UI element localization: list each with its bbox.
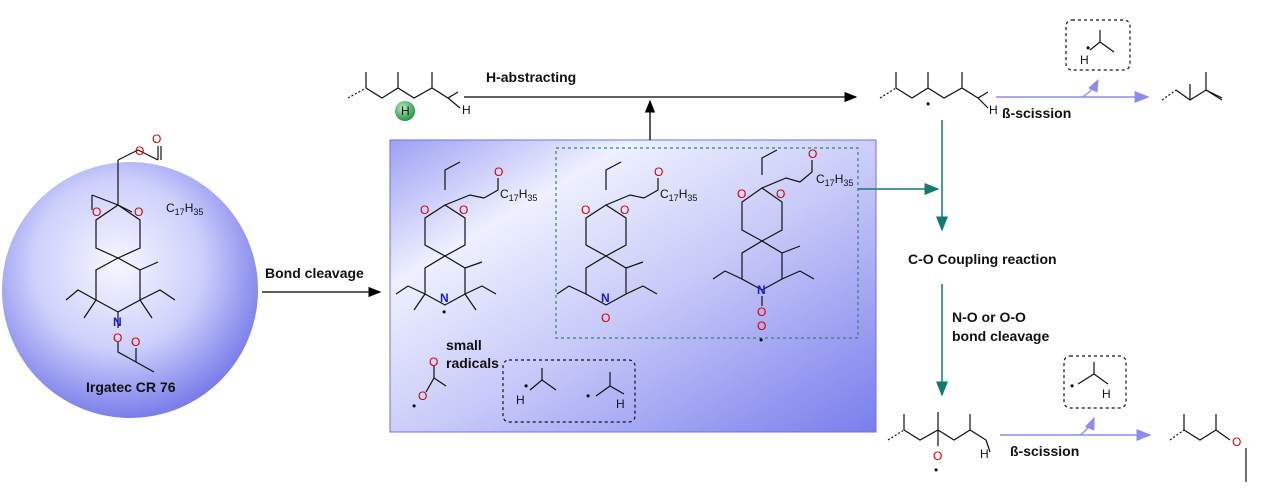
m3-o3: O: [808, 147, 817, 161]
m3-o2: O: [737, 187, 746, 201]
radicals-box: O O O N • C17H35 O O O N O C17H35: [389, 139, 877, 433]
m3-nitrogen: N: [757, 283, 766, 297]
macroradical-top-h: H: [989, 103, 998, 117]
beta-scission-top-label: ß-scission: [1002, 105, 1071, 121]
irg-c17h35: C17H35: [166, 201, 203, 217]
co-coupling-label: C-O Coupling reaction: [908, 251, 1057, 267]
m1-c17h35: C17H35: [500, 187, 537, 203]
h-ball-icon: [395, 101, 415, 121]
h-atom-ball: H: [401, 104, 410, 118]
irgatec-label: Irgatec CR 76: [86, 379, 176, 395]
m3-oxygen-2: O: [757, 319, 766, 333]
ketone-o: O: [1232, 435, 1241, 449]
alkoxy-radical: O • H: [887, 412, 991, 477]
small-radical-1-h: H: [516, 393, 525, 407]
polymer-chain-top-left: H H: [347, 72, 471, 121]
m3-o1: O: [776, 187, 785, 201]
m2-o2: O: [581, 203, 590, 217]
small-radical-2-dot: •: [586, 389, 590, 403]
bottom-small-radical-dot: •: [1070, 379, 1074, 393]
acetoxy-radical: •: [412, 399, 416, 413]
no-oo-label-1: N-O or O-O: [952, 309, 1026, 325]
beta-scission-top-branch: [1081, 78, 1099, 98]
small-radical-1-dot: •: [524, 379, 528, 393]
top-small-radical-box: [1065, 19, 1131, 71]
h-atom-end: H: [462, 103, 471, 117]
small-radicals-label-2: radicals: [446, 355, 499, 371]
macroradical-top: • H: [879, 72, 998, 117]
bond-cleavage-label: Bond cleavage: [265, 265, 364, 281]
small-radicals-box: [502, 359, 636, 423]
irg-ring-o: O: [134, 205, 143, 219]
irg-carbonyl-o: O: [135, 144, 144, 158]
m2-c17h35: C17H35: [660, 187, 697, 203]
top-small-radical-dot: •: [1086, 41, 1090, 55]
beta-scission-bottom-branch: [1079, 416, 1095, 436]
irgatec-molecule: O O O O N O O C17H35 Irgatec CR 76: [2, 132, 258, 418]
no-oo-label-2: bond cleavage: [952, 328, 1049, 344]
bottom-small-radical-box: [1063, 355, 1127, 409]
acetoxy-o: O: [418, 389, 427, 403]
m1-o3: O: [494, 165, 503, 179]
m3-radical: •: [759, 333, 763, 347]
irg-carbonyl-o2: O: [152, 132, 161, 146]
top-small-radical-h: H: [1080, 53, 1089, 67]
m1-nitrogen: N: [440, 291, 449, 305]
irg-ring-o2: O: [92, 205, 101, 219]
bottom-small-radical-h: H: [1102, 387, 1111, 401]
h-abstracting-label: H-abstracting: [486, 69, 576, 85]
alkoxy-o: O: [933, 449, 942, 463]
small-radicals-label-1: small: [446, 337, 482, 353]
alkoxy-h: H: [980, 447, 989, 461]
small-radical-2-h: H: [616, 397, 625, 411]
m1-o1: O: [459, 203, 468, 217]
alkoxy-dot: •: [934, 463, 938, 477]
irg-nitrogen: N: [113, 315, 122, 329]
m3-c17h35: C17H35: [816, 172, 853, 188]
macroradical-top-dot: •: [926, 97, 930, 111]
m2-o1: O: [620, 203, 629, 217]
m3-oxygen-1: O: [757, 305, 766, 319]
m2-o3: O: [654, 165, 663, 179]
m1-o2: O: [420, 203, 429, 217]
alkene-product: [1161, 72, 1223, 101]
beta-scission-bottom-label: ß-scission: [1010, 443, 1079, 459]
irg-n-o: O: [113, 331, 122, 345]
irg-acetyl-o: O: [131, 335, 140, 349]
dashed-group-box: [555, 147, 859, 339]
m2-nitrogen: N: [601, 291, 610, 305]
acetoxy-carbonyl-o: O: [429, 355, 438, 369]
ketone-product: O: [1169, 414, 1247, 482]
m1-radical: •: [442, 305, 446, 319]
m2-oxygen: O: [601, 311, 610, 325]
